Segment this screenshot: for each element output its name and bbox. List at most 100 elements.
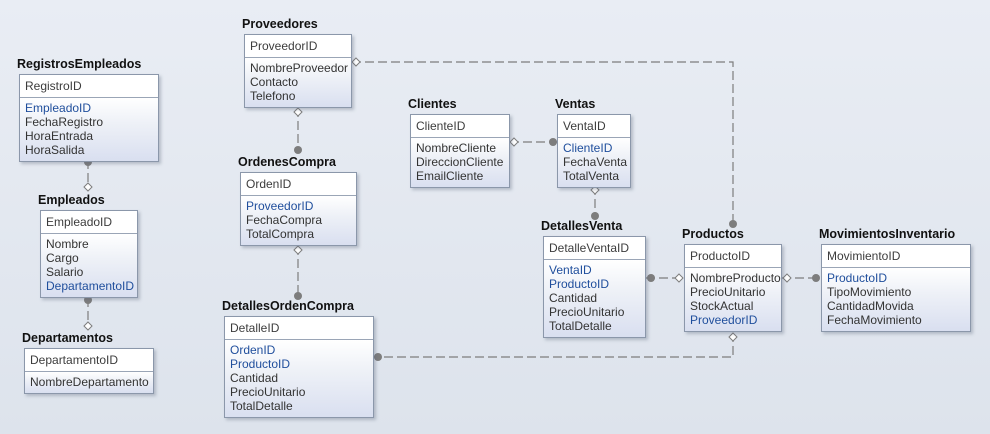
foreign-key-field[interactable]: ProveedorID bbox=[246, 199, 314, 213]
attribute-field[interactable]: TotalCompra bbox=[246, 227, 315, 241]
entity-title: RegistrosEmpleados bbox=[17, 57, 142, 71]
foreign-key-field[interactable]: ClienteID bbox=[563, 141, 613, 155]
attribute-field[interactable]: Contacto bbox=[250, 75, 299, 89]
attribute-field[interactable]: FechaVenta bbox=[563, 155, 628, 169]
primary-key-field[interactable]: EmpleadoID bbox=[41, 211, 137, 234]
optional-end-diamond bbox=[674, 273, 684, 283]
attribute-field[interactable]: PrecioUnitario bbox=[690, 285, 766, 299]
entity-title: Ventas bbox=[555, 97, 596, 111]
attribute-field[interactable]: TipoMovimiento bbox=[827, 285, 912, 299]
attribute-field[interactable]: PrecioUnitario bbox=[230, 385, 306, 399]
attribute-field[interactable]: PrecioUnitario bbox=[549, 305, 625, 319]
primary-key-field[interactable]: DepartamentoID bbox=[25, 349, 153, 372]
attribute-field[interactable]: FechaMovimiento bbox=[827, 313, 922, 327]
entity-title: Departamentos bbox=[22, 331, 113, 345]
entity-title: DetallesVenta bbox=[541, 219, 623, 233]
attribute-field[interactable]: Telefono bbox=[250, 89, 296, 103]
attribute-field[interactable]: StockActual bbox=[690, 299, 754, 313]
attribute-field[interactable]: Nombre bbox=[46, 237, 89, 251]
attribute-field[interactable]: EmailCliente bbox=[416, 169, 484, 183]
primary-key-field[interactable]: RegistroID bbox=[20, 75, 158, 98]
many-end-dot bbox=[647, 274, 655, 282]
entity-title: Empleados bbox=[38, 193, 105, 207]
optional-end-diamond bbox=[293, 107, 303, 117]
attribute-field[interactable]: NombreCliente bbox=[416, 141, 497, 155]
attribute-list: NombreDepartamento bbox=[25, 372, 153, 393]
entity-table: DepartamentoID NombreDepartamento bbox=[24, 348, 154, 394]
optional-end-diamond bbox=[509, 137, 519, 147]
attribute-field[interactable]: Cantidad bbox=[230, 371, 279, 385]
attribute-field[interactable]: TotalDetalle bbox=[230, 399, 293, 413]
foreign-key-field[interactable]: VentaID bbox=[549, 263, 592, 277]
primary-key-field[interactable]: OrdenID bbox=[241, 173, 356, 196]
optional-end-diamond bbox=[83, 321, 93, 331]
attribute-field[interactable]: FechaRegistro bbox=[25, 115, 104, 129]
optional-end-diamond bbox=[83, 182, 93, 192]
attribute-field[interactable]: DireccionCliente bbox=[416, 155, 504, 169]
foreign-key-field[interactable]: ProveedorID bbox=[690, 313, 758, 327]
entity-title: MovimientosInventario bbox=[819, 227, 956, 241]
primary-key-field[interactable]: DetalleVentaID bbox=[544, 237, 645, 260]
entity-title: Productos bbox=[682, 227, 744, 241]
many-end-dot bbox=[812, 274, 820, 282]
foreign-key-field[interactable]: ProductoID bbox=[230, 357, 291, 371]
entity-title: Proveedores bbox=[242, 17, 318, 31]
optional-end-diamond bbox=[728, 332, 738, 342]
primary-key-field[interactable]: ClienteID bbox=[411, 115, 509, 138]
foreign-key-field[interactable]: DepartamentoID bbox=[46, 279, 135, 293]
attribute-field[interactable]: NombreProducto bbox=[690, 271, 781, 285]
many-end-dot bbox=[294, 146, 302, 154]
attribute-field[interactable]: HoraEntrada bbox=[25, 129, 94, 143]
attribute-field[interactable]: FechaCompra bbox=[246, 213, 323, 227]
attribute-field[interactable]: TotalDetalle bbox=[549, 319, 612, 333]
many-end-dot bbox=[549, 138, 557, 146]
foreign-key-field[interactable]: EmpleadoID bbox=[25, 101, 92, 115]
attribute-field[interactable]: TotalVenta bbox=[563, 169, 620, 183]
attribute-field[interactable]: Cargo bbox=[46, 251, 79, 265]
foreign-key-field[interactable]: ProductoID bbox=[549, 277, 610, 291]
primary-key-field[interactable]: VentaID bbox=[558, 115, 630, 138]
entity-title: OrdenesCompra bbox=[238, 155, 336, 169]
primary-key-field[interactable]: DetalleID bbox=[225, 317, 373, 340]
primary-key-field[interactable]: ProveedorID bbox=[245, 35, 351, 58]
primary-key-field[interactable]: ProductoID bbox=[685, 245, 781, 268]
primary-key-field[interactable]: MovimientoID bbox=[822, 245, 970, 268]
attribute-field[interactable]: CantidadMovida bbox=[827, 299, 914, 313]
attribute-field[interactable]: HoraSalida bbox=[25, 143, 85, 157]
attribute-field[interactable]: NombreProveedor bbox=[250, 61, 349, 75]
attribute-field[interactable]: Cantidad bbox=[549, 291, 598, 305]
entity-title: Clientes bbox=[408, 97, 457, 111]
attribute-field[interactable]: NombreDepartamento bbox=[30, 375, 149, 389]
foreign-key-field[interactable]: OrdenID bbox=[230, 343, 276, 357]
attribute-field[interactable]: Salario bbox=[46, 265, 84, 279]
foreign-key-field[interactable]: ProductoID bbox=[827, 271, 888, 285]
